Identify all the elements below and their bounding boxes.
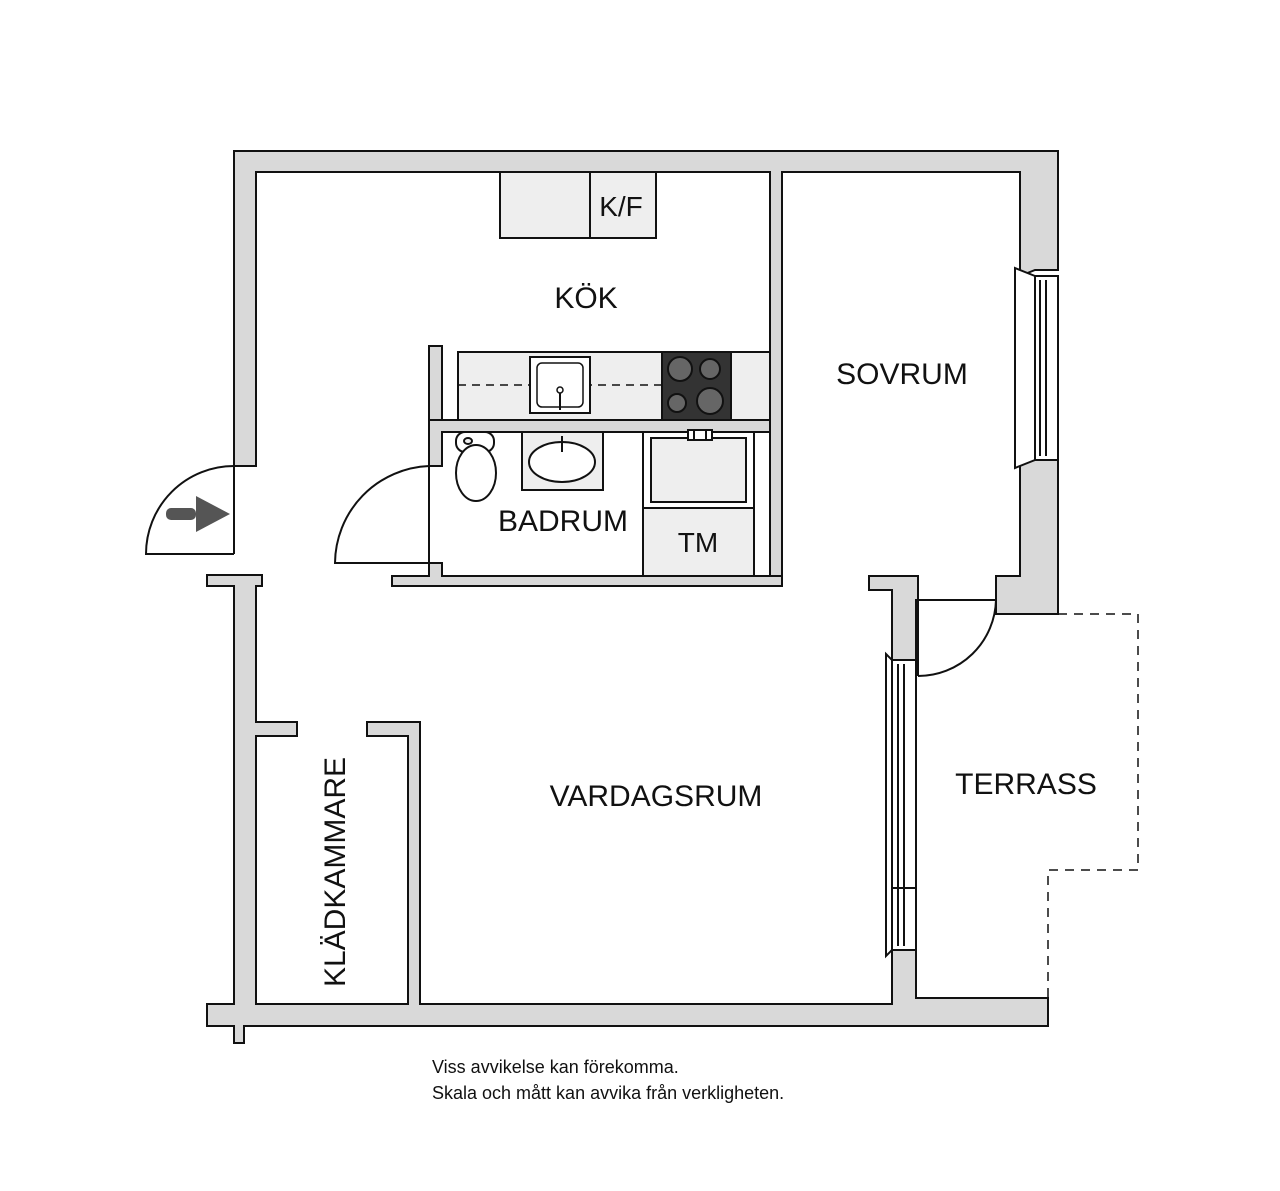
window-sovrum — [1014, 266, 1059, 470]
terrace-door — [917, 599, 998, 677]
label-kf: K/F — [599, 191, 643, 222]
disclaimer: Viss avvikelse kan förekomma. Skala och … — [432, 1054, 784, 1106]
disclaimer-line-2: Skala och mått kan avvika från verklighe… — [432, 1083, 785, 1103]
toilet-icon — [455, 431, 497, 502]
entrance-arrow-icon — [166, 496, 230, 532]
label-tm: TM — [678, 527, 718, 558]
washing-machine-box — [642, 507, 755, 577]
entrance-door — [144, 465, 235, 555]
wall-left-lower — [206, 574, 1049, 1044]
window-vardagsrum — [885, 651, 917, 959]
sink-icon — [521, 431, 604, 491]
label-badrum: BADRUM — [498, 505, 628, 538]
stove-icon — [667, 356, 724, 415]
label-sovrum: SOVRUM — [836, 358, 968, 391]
wall-bath-bottom — [391, 562, 783, 587]
wall-right-lower — [995, 459, 1059, 615]
kitchen-counter — [457, 351, 771, 421]
label-kok: KÖK — [554, 282, 617, 315]
terrace-outline — [1047, 613, 1139, 998]
fridge-freezer — [499, 171, 657, 239]
label-vardagsrum: VARDAGSRUM — [550, 780, 763, 813]
shower-icon — [642, 429, 755, 509]
label-kladkammare: KLÄDKAMMARE — [319, 757, 352, 987]
wall-living-right — [868, 575, 919, 661]
bathroom-door — [333, 465, 430, 564]
wall-top — [233, 150, 1059, 586]
disclaimer-line-1: Viss avvikelse kan förekomma. — [432, 1057, 679, 1077]
label-terrass: TERRASS — [955, 768, 1097, 801]
